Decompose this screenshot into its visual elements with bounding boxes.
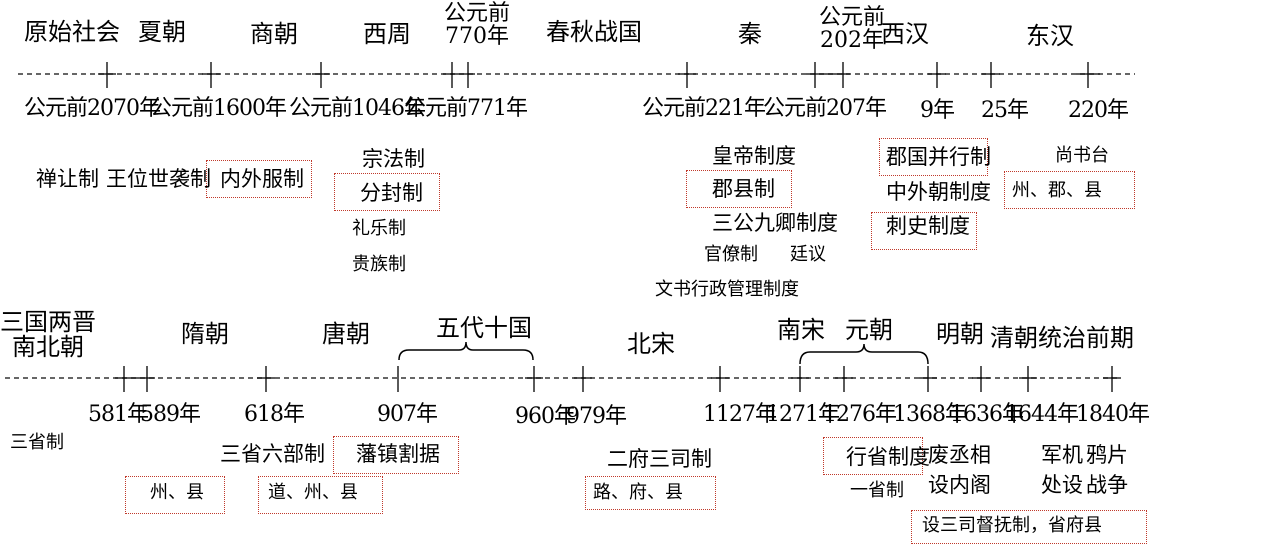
period-tang: 唐朝 (322, 320, 370, 348)
inst-lufuxian: 路、府、县 (593, 482, 683, 503)
inst-neiwaifu: 内外服制 (220, 167, 304, 191)
axis-ticks-row2 (115, 366, 1121, 392)
inst-xingsheng: 行省制度 (846, 445, 930, 469)
inst-sanshengliubu: 三省六部制 (220, 442, 325, 466)
inst-guizu: 贵族制 (352, 254, 406, 275)
inst-sangong: 三公九卿制度 (712, 211, 838, 235)
year-1276: 1276年 (823, 402, 897, 427)
inst-fanzhen: 藩镇割据 (356, 442, 440, 466)
axis-ticks-row1 (98, 62, 1100, 88)
inst-fenfeng: 分封制 (360, 181, 423, 205)
period-donghan: 东汉 (1026, 22, 1074, 50)
inst-zhongwai: 中外朝制度 (886, 180, 991, 204)
inst-tingyi: 廷议 (790, 244, 826, 265)
year-771bc: 公元前771年 (404, 96, 528, 121)
inst-wenshu: 文书行政管理制度 (655, 279, 799, 300)
period-xia: 夏朝 (138, 18, 186, 46)
year-202bc: 公元前 202年 (819, 5, 886, 54)
period-qin: 秦 (738, 20, 762, 48)
inst-junxian: 郡县制 (712, 177, 775, 201)
year-1368: 1368年 (893, 402, 967, 427)
box-neiwaifu (206, 160, 312, 198)
period-yuan: 元朝 (845, 316, 893, 344)
inst-huangdi: 皇帝制度 (712, 144, 796, 168)
year-25: 25年 (981, 98, 1029, 123)
inst-shangshu: 尚书台 (1055, 145, 1109, 166)
year-770bc: 公元前 770年 (444, 1, 511, 50)
box-junguo (879, 138, 988, 176)
year-589: 589年 (140, 402, 201, 427)
box-daozhouxian (258, 476, 383, 514)
period-beisong: 北宋 (627, 330, 675, 358)
period-wudai: 五代十国 (436, 314, 532, 342)
period-sui: 隋朝 (181, 320, 229, 348)
inst-erfu: 二府三司制 (607, 447, 712, 471)
year-2070bc: 公元前2070年 (24, 96, 161, 121)
box-fenfeng (334, 173, 440, 211)
box-cishi (871, 212, 977, 250)
box-zhoujunxian (1004, 171, 1135, 209)
inst-junji: 军机 处设 (1041, 443, 1083, 498)
year-9: 9年 (920, 98, 955, 123)
year-1600bc: 公元前1600年 (150, 96, 287, 121)
inst-zongfa: 宗法制 (362, 147, 425, 171)
year-207bc: 公元前207年 (763, 96, 887, 121)
inst-yisheng: 一省制 (850, 480, 904, 501)
brace-wudai (398, 341, 534, 361)
year-220: 220年 (1068, 98, 1129, 123)
box-junxian (686, 170, 792, 208)
inst-zhouxian: 州、县 (150, 482, 204, 503)
year-1271: 1271年 (766, 402, 840, 427)
inst-sansheng: 三省制 (10, 432, 64, 453)
year-1046bc: 公元前1046年 (289, 96, 426, 121)
year-581: 581年 (88, 402, 149, 427)
period-xizhou: 西周 (363, 20, 411, 48)
period-nansong: 南宋 (777, 316, 825, 344)
year-1636: 1636年 (950, 402, 1024, 427)
year-1127: 1127年 (703, 402, 777, 427)
year-618: 618年 (244, 402, 305, 427)
period-ming: 明朝 (936, 320, 984, 348)
inst-feichengxiang: 废丞相 设内阁 (928, 443, 991, 498)
inst-wangwei: 王位世袭制 (106, 167, 211, 191)
period-yuanshi: 原始社会 (24, 18, 120, 46)
period-chunqiu: 春秋战国 (546, 18, 642, 46)
inst-zhoujunxian: 州、郡、县 (1012, 180, 1102, 201)
period-sanguo: 三国两晋 南北朝 (0, 308, 96, 362)
inst-daozhouxian: 道、州、县 (268, 482, 358, 503)
inst-junguo: 郡国并行制 (886, 145, 991, 169)
box-sansi (911, 510, 1147, 544)
inst-sansi: 设三司督抚制，省府县 (922, 515, 1102, 536)
inst-shanrang: 禅让制 (36, 167, 99, 191)
box-fanzhen (333, 436, 459, 474)
period-qing: 清朝统治前期 (990, 324, 1134, 352)
year-979: 979年 (566, 404, 627, 429)
period-shang: 商朝 (250, 20, 298, 48)
inst-guanliao: 官僚制 (704, 244, 758, 265)
inst-cishi: 刺史制度 (886, 214, 970, 238)
box-zhouxian (125, 476, 225, 514)
brace-song-yuan (799, 343, 929, 365)
year-221bc: 公元前221年 (642, 96, 766, 121)
year-1840: 1840年 (1076, 402, 1150, 427)
inst-liyue: 礼乐制 (352, 218, 406, 239)
box-lufuxian (585, 476, 716, 510)
year-960: 960年 (515, 404, 576, 429)
period-xihan: 西汉 (881, 20, 929, 48)
inst-yapian: 鸦片 战争 (1086, 443, 1128, 498)
year-907: 907年 (377, 402, 438, 427)
box-xingsheng (823, 437, 923, 475)
year-1644: 1644年 (1005, 402, 1079, 427)
